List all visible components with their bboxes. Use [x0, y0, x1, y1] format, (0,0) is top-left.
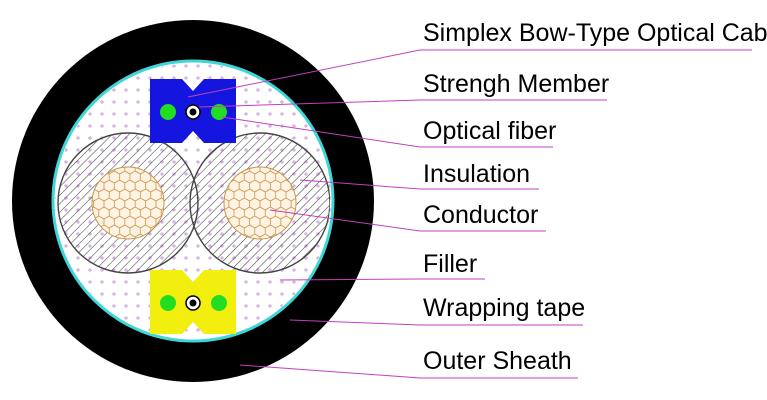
leader-cable-name [187, 49, 752, 98]
label-filler: Filler [423, 250, 477, 278]
leader-insulation [299, 179, 539, 190]
leader-outer-sheath [239, 364, 578, 379]
conductor-left-mesh [92, 167, 164, 239]
leader-strength-member [198, 99, 607, 108]
optical-fiber-top-left [160, 104, 176, 120]
label-outer-sheath: Outer Sheath [423, 347, 572, 375]
bow-unit-top [150, 79, 236, 143]
optical-fiber-bottom-right [211, 295, 227, 311]
leader-conductor [269, 209, 546, 232]
label-cable-name: Simplex Bow-Type Optical Cable [423, 19, 767, 47]
optical-fiber-bottom-left [160, 295, 176, 311]
label-optical-fiber: Optical fiber [423, 117, 556, 145]
conductor-right-mesh [224, 167, 296, 239]
leader-wrapping-tape [289, 319, 583, 326]
optical-fiber-top-right [211, 104, 227, 120]
label-insulation: Insulation [423, 160, 530, 188]
label-conductor: Conductor [423, 201, 538, 229]
bow-unit-bottom [150, 270, 236, 334]
leader-filler [279, 278, 485, 281]
label-wrapping-tape: Wrapping tape [423, 294, 585, 322]
label-strength-member: Strengh Member [423, 70, 609, 98]
leader-optical-fiber [221, 116, 553, 148]
